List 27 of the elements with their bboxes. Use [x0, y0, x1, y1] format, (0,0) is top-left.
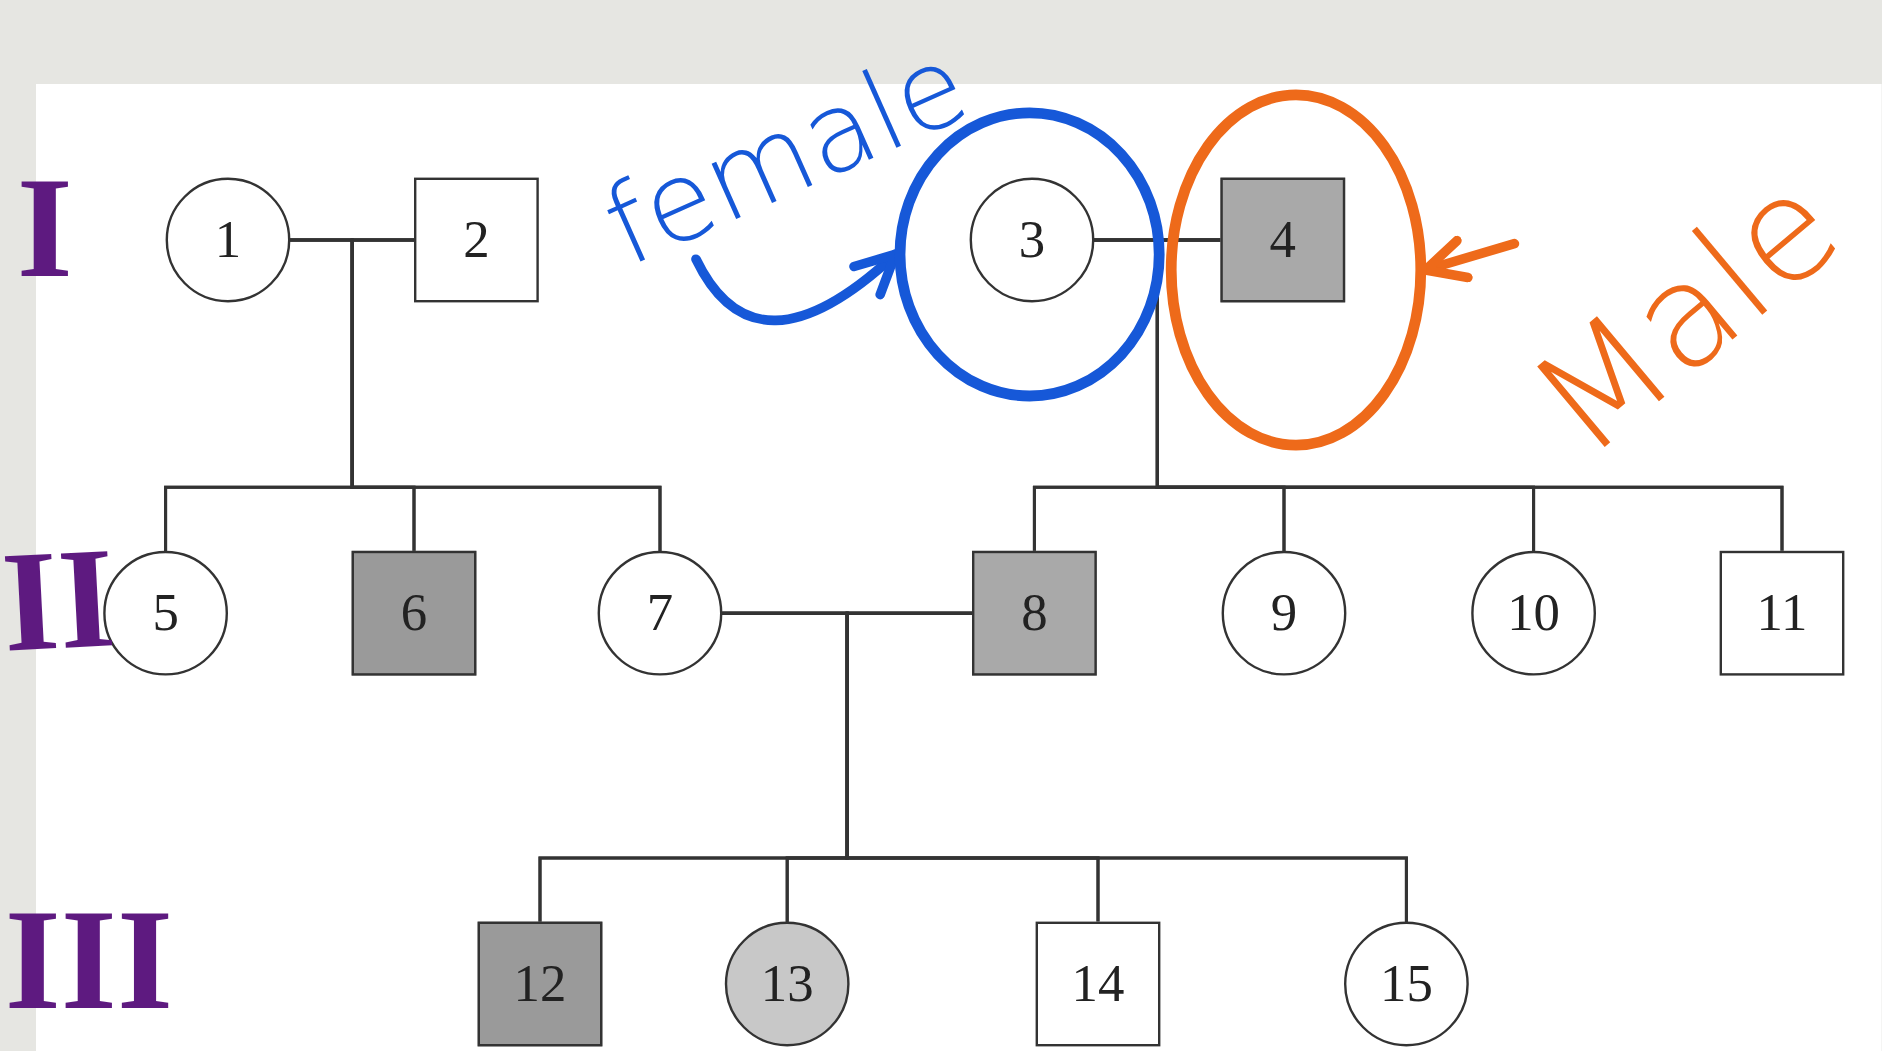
- male-symbol: [351, 550, 477, 676]
- individual-number: 7: [646, 586, 674, 640]
- male-symbol: [477, 921, 603, 1047]
- individual-number: 12: [513, 957, 567, 1011]
- male-symbol: [1035, 921, 1161, 1047]
- individual-number: 13: [760, 957, 814, 1011]
- male-symbol: [1719, 550, 1845, 676]
- individual-number: 4: [1269, 213, 1296, 267]
- connector-line: [845, 611, 1408, 924]
- individual-number: 2: [463, 213, 490, 267]
- individual-number: 3: [1018, 213, 1046, 267]
- generation-numeral: I: [16, 156, 73, 300]
- male-symbol: [414, 177, 539, 303]
- generation-numeral: II: [0, 525, 119, 675]
- individual-number: 14: [1071, 957, 1125, 1011]
- individual-number: 11: [1756, 586, 1808, 640]
- individual-number: 5: [152, 586, 179, 640]
- individual-number: 9: [1270, 586, 1298, 640]
- male-symbol: [972, 550, 1097, 676]
- generation-numeral: III: [4, 888, 173, 1032]
- individual-number: 6: [400, 586, 428, 640]
- individual-number: 8: [1021, 586, 1048, 640]
- male-symbol: [1220, 177, 1346, 303]
- individual-number: 15: [1380, 957, 1433, 1011]
- connector-line: [350, 238, 662, 553]
- individual-number: 10: [1507, 586, 1560, 640]
- individual-number: 1: [214, 213, 242, 267]
